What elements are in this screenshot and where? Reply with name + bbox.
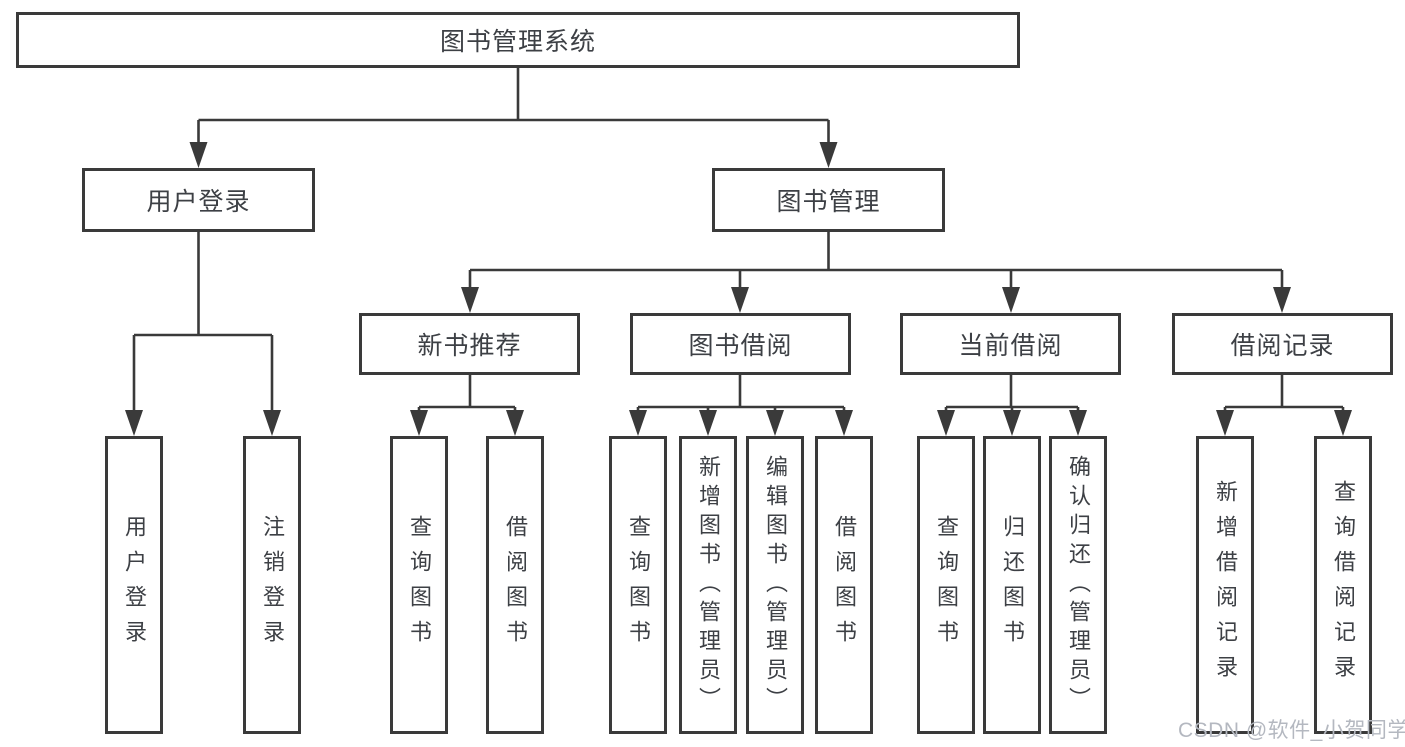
node-book-borrow: 图书借阅 (630, 313, 851, 375)
leaf-query-books-1: 查询图书 (390, 436, 448, 734)
csdn-watermark: CSDN @软件_小贺同学 (1178, 719, 1405, 742)
leaf-add-borrow-record: 新增借阅记录 (1196, 436, 1254, 734)
node-label: 新书推荐 (417, 332, 522, 360)
leaf-query-books-2: 查询图书 (609, 436, 667, 734)
leaf-add-books-admin: 新增图书（管理员） (679, 436, 737, 734)
node-label: 借阅图书 (503, 515, 528, 655)
node-label: 用户登录 (146, 188, 251, 216)
node-label: 编辑图书（管理员） (763, 454, 788, 716)
arrowhead-icons (125, 142, 1352, 436)
node-label: 新增借阅记录 (1213, 480, 1238, 690)
leaf-return-books: 归还图书 (983, 436, 1041, 734)
node-book-management: 图书管理 (712, 168, 945, 232)
node-user-login: 用户登录 (82, 168, 315, 232)
leaf-confirm-return-admin: 确认归还（管理员） (1049, 436, 1107, 734)
node-label: 确认归还（管理员） (1066, 454, 1091, 716)
leaf-user-login: 用户登录 (105, 436, 163, 734)
leaf-edit-books-admin: 编辑图书（管理员） (746, 436, 804, 734)
node-label: 用户登录 (122, 515, 147, 655)
node-label: 当前借阅 (958, 332, 1063, 360)
leaf-query-books-3: 查询图书 (917, 436, 975, 734)
node-label: 新增图书（管理员） (696, 454, 721, 716)
node-label: 查询图书 (626, 515, 651, 655)
node-label: 归还图书 (1000, 515, 1025, 655)
node-borrow-record: 借阅记录 (1172, 313, 1393, 375)
leaf-logout: 注销登录 (243, 436, 301, 734)
node-label: 图书管理 (776, 188, 881, 216)
node-root-library-management-system: 图书管理系统 (16, 12, 1020, 68)
node-current-borrow: 当前借阅 (900, 313, 1121, 375)
node-new-book-recommend: 新书推荐 (359, 313, 580, 375)
node-label: 图书借阅 (688, 332, 793, 360)
leaf-query-borrow-record: 查询借阅记录 (1314, 436, 1372, 734)
node-label: 查询借阅记录 (1331, 480, 1356, 690)
node-label: 查询图书 (934, 515, 959, 655)
node-label: 查询图书 (407, 515, 432, 655)
node-label: 借阅记录 (1230, 332, 1335, 360)
leaf-borrow-books-2: 借阅图书 (815, 436, 873, 734)
node-label: 注销登录 (260, 515, 285, 655)
node-label: 借阅图书 (832, 515, 857, 655)
node-label: 图书管理系统 (439, 28, 596, 56)
leaf-borrow-books-1: 借阅图书 (486, 436, 544, 734)
